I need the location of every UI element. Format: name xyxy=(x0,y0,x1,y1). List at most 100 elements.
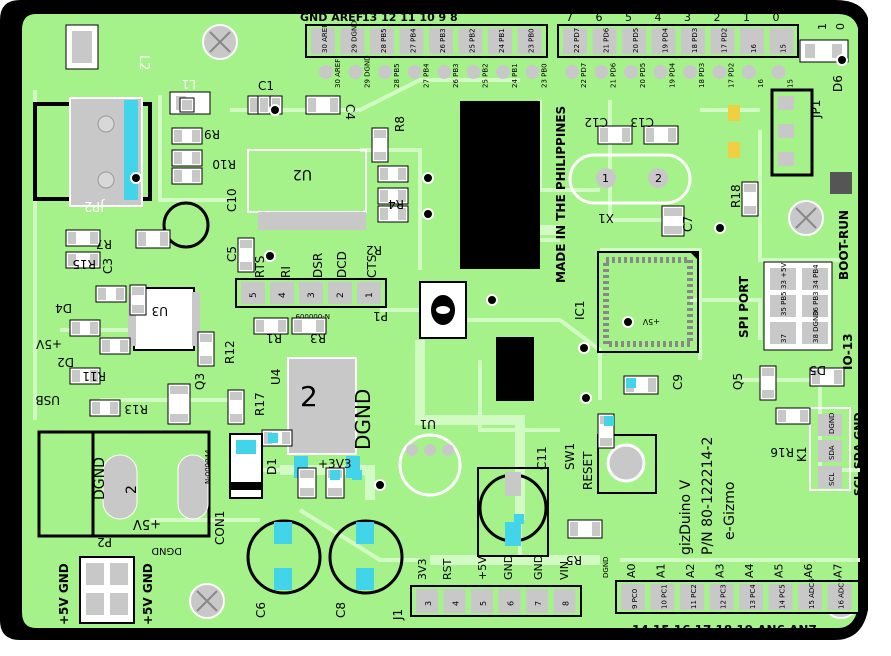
diode-d1 xyxy=(229,433,263,499)
smd-pad xyxy=(260,104,268,112)
k1-label: K1 xyxy=(795,446,809,462)
smd-pad xyxy=(600,438,612,446)
smd-pad xyxy=(170,386,188,394)
led-d6-pad-2 xyxy=(832,44,842,58)
header-top-left-lower-label: 25 PB2 xyxy=(482,63,490,88)
header-top-left-lower-pad xyxy=(407,65,422,79)
smd-pad xyxy=(98,288,106,300)
smd-pad xyxy=(90,370,98,382)
analog-bottom-numbers: 14 15 16 17 18 19 AN6 AN7 xyxy=(632,623,817,637)
smd-pad xyxy=(592,522,600,536)
p2-pad-3 xyxy=(86,593,104,615)
smd-pad xyxy=(648,378,656,392)
highlighted-pad xyxy=(604,416,614,426)
via xyxy=(264,250,276,262)
ftdi-pad xyxy=(299,282,323,304)
c8-pad-1 xyxy=(356,522,374,544)
via xyxy=(269,104,281,116)
smd-pad xyxy=(328,488,342,496)
analog-pin-label: 11 PC2 xyxy=(690,584,698,609)
p2-left-label: +5V GND xyxy=(57,563,71,625)
smd-pad xyxy=(132,305,144,313)
header-top-left-lower-pad xyxy=(378,65,392,79)
u3-pins-left xyxy=(128,292,136,346)
d4-label: D4 xyxy=(55,301,72,315)
smd-pad xyxy=(120,340,128,352)
header-top-left-lower-label: 27 PB4 xyxy=(423,63,431,88)
usb-pin-hole-2 xyxy=(97,171,115,189)
reset-label: RESET xyxy=(581,451,595,490)
d6-zero: 0 xyxy=(834,23,847,30)
ic-u2-pins xyxy=(258,212,366,230)
led-d6: D6 1 0 xyxy=(799,23,849,92)
header-top-right-pad xyxy=(710,28,735,54)
sw1-label: SW1 xyxy=(563,443,577,470)
power-header-pad xyxy=(526,589,548,613)
smd-pad xyxy=(182,102,192,110)
power-header-label: 3V3 xyxy=(416,558,429,580)
reset-switch-outline xyxy=(597,434,657,494)
header-top-right-pin-label: 19 PD4 xyxy=(662,27,670,53)
power-header-label: GND xyxy=(502,555,515,580)
smd-pad xyxy=(160,232,168,246)
header-top-right-lower-pad xyxy=(742,65,756,79)
analog-pin-label: 10 PC1 xyxy=(661,584,669,609)
reset-button[interactable] xyxy=(606,443,646,483)
power-header-pin-label: 8 xyxy=(562,601,571,606)
smd-pad xyxy=(170,414,188,422)
u4-pin: 2 xyxy=(300,380,318,413)
analog-dgnd: DGND xyxy=(602,557,610,578)
smd-pad xyxy=(174,170,182,182)
p2-pad-1 xyxy=(86,563,104,585)
spi-pin-label: 33 +5V xyxy=(780,263,788,289)
power-header-pin-label: 5 xyxy=(479,601,488,606)
header-top-left-pin-label: 26 PB3 xyxy=(439,28,447,53)
reset-switch[interactable]: RESET SW1 xyxy=(563,434,657,494)
via xyxy=(422,208,434,220)
header-top-left-lower-pad xyxy=(437,65,451,79)
ftdi-pin-label: 2 xyxy=(336,292,346,298)
c6-label: C6 xyxy=(254,602,268,618)
d1-cathode-band xyxy=(230,482,262,490)
u4-label: U4 xyxy=(269,369,283,385)
spi-io-label: IO-13 xyxy=(841,333,855,370)
header-top-right-lower-pad xyxy=(624,65,638,79)
ftdi-label: DSR xyxy=(311,253,325,278)
smd-pad xyxy=(200,334,212,342)
spi-pin-label: 34 PB4 xyxy=(812,264,820,289)
via xyxy=(486,294,498,306)
ftdi-pin-label: 3 xyxy=(307,292,317,298)
ftdi-id: N-000009 xyxy=(296,312,330,320)
spi-pad xyxy=(802,268,828,290)
smd-pad xyxy=(294,320,302,332)
header-top-right-number: 2 xyxy=(714,11,721,24)
smd-pad xyxy=(380,208,388,220)
power-header-p2: +5V GND +5V GND P2 DGND xyxy=(57,535,182,625)
jack-id: N-000044 xyxy=(204,449,212,484)
r3-label: R3 xyxy=(310,331,326,345)
usb-connector-jp2: JP2 xyxy=(33,97,152,213)
header-top-left-lower-pad xyxy=(525,65,540,79)
crystal-pad-1 xyxy=(596,168,616,188)
ic-u3: U3 xyxy=(128,287,200,351)
r12-label: R12 xyxy=(223,340,237,364)
power-header-label: RST xyxy=(441,558,454,580)
r11-label: R11 xyxy=(82,369,106,383)
header-top-right-lower-label: 17 PD2 xyxy=(728,63,736,88)
header-top-right-number: 4 xyxy=(655,11,662,24)
capacitor-c8: C8 xyxy=(328,519,404,618)
p2-dgnd: DGND xyxy=(151,545,182,556)
ftdi-label: RI xyxy=(279,266,293,278)
u4-dgnd: DGND xyxy=(351,389,375,450)
p2-pad-2 xyxy=(110,563,128,585)
smd-pad xyxy=(308,98,316,112)
spi-pad xyxy=(802,322,828,344)
header-top-right-pin-label: 22 PD7 xyxy=(573,28,581,53)
k1-pin-label: SDA xyxy=(828,445,836,460)
smd-pad xyxy=(200,356,212,364)
p2-pad-4 xyxy=(110,593,128,615)
